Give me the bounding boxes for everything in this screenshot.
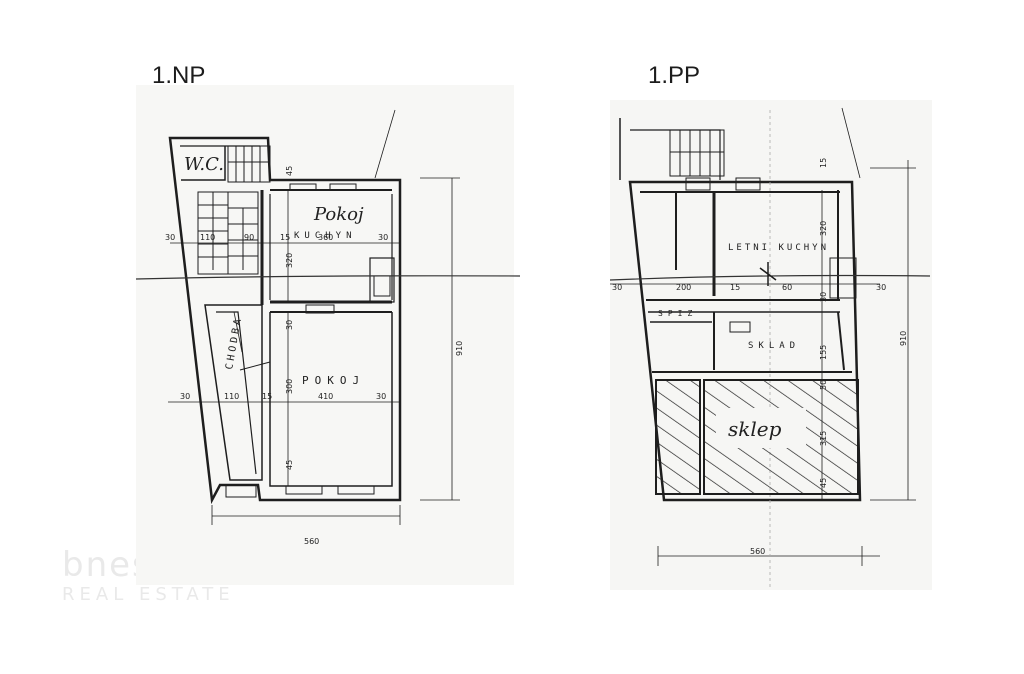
room-label-pokoj-lower: POKOJ — [302, 374, 365, 387]
dim-label: 320 — [819, 221, 828, 236]
dim-label: 30 — [612, 283, 622, 292]
sklep-label-bg — [716, 408, 806, 448]
stairs-1pp — [669, 129, 725, 177]
room-label-pokoj: Pokoj — [313, 204, 364, 225]
dim-label: 560 — [750, 547, 765, 556]
dim-label: 155 — [819, 345, 828, 360]
scan-background-1np — [136, 85, 514, 585]
plan-1pp — [609, 107, 931, 590]
outer-wall-1np — [168, 136, 402, 505]
dim-label: 15 — [262, 392, 272, 401]
dim-label: 360 — [318, 233, 333, 242]
dim-label: 90 — [244, 233, 254, 242]
hatched-area-left — [655, 379, 701, 495]
dim-label: 30 — [819, 292, 828, 302]
dim-label: 45 — [285, 460, 294, 470]
dim-label: 300 — [285, 379, 294, 394]
room-label-kuchyn: KUCHYN — [294, 231, 357, 241]
room-label-sklad: SKLAD — [748, 341, 800, 351]
stairs-wc — [227, 145, 271, 183]
dim-label: 30 — [378, 233, 388, 242]
dim-label: 410 — [318, 392, 333, 401]
dim-label: 60 — [782, 283, 792, 292]
dim-label: 45 — [819, 478, 828, 488]
dim-label: 30 — [376, 392, 386, 401]
dim-label: 200 — [676, 283, 691, 292]
dim-label: 15 — [730, 283, 740, 292]
outer-wall-1pp — [628, 180, 862, 502]
room-label-letni-kuchyn: LETNI KUCHYN — [728, 243, 829, 253]
dim-label: 15 — [280, 233, 290, 242]
room-label-spiz: SPIZ — [658, 309, 697, 318]
room-label-sklep: sklep — [728, 417, 782, 441]
dim-label: 315 — [819, 431, 828, 446]
dim-label: 45 — [285, 166, 294, 176]
dim-label: 560 — [304, 537, 319, 546]
dim-label: 910 — [899, 331, 908, 346]
dimension-lines-1np — [168, 109, 460, 525]
dim-label: 910 — [455, 341, 464, 356]
floor-title-1pp: 1.PP — [648, 62, 701, 89]
room-label-wc: W.C. — [184, 154, 224, 175]
dim-label: 30 — [285, 320, 294, 330]
dim-label: 30 — [165, 233, 175, 242]
watermark-line-2: REAL ESTATE — [62, 584, 235, 605]
dim-label: 50 — [819, 380, 828, 390]
dim-label: 110 — [224, 392, 239, 401]
plan-1np — [135, 109, 521, 525]
stairs-main — [197, 191, 259, 275]
dim-label: 30 — [876, 283, 886, 292]
dim-label: 320 — [285, 253, 294, 268]
floor-title-1np: 1.NP — [152, 62, 206, 89]
dim-label: 110 — [200, 233, 215, 242]
dim-label: 30 — [180, 392, 190, 401]
dim-label: 15 — [819, 158, 828, 168]
